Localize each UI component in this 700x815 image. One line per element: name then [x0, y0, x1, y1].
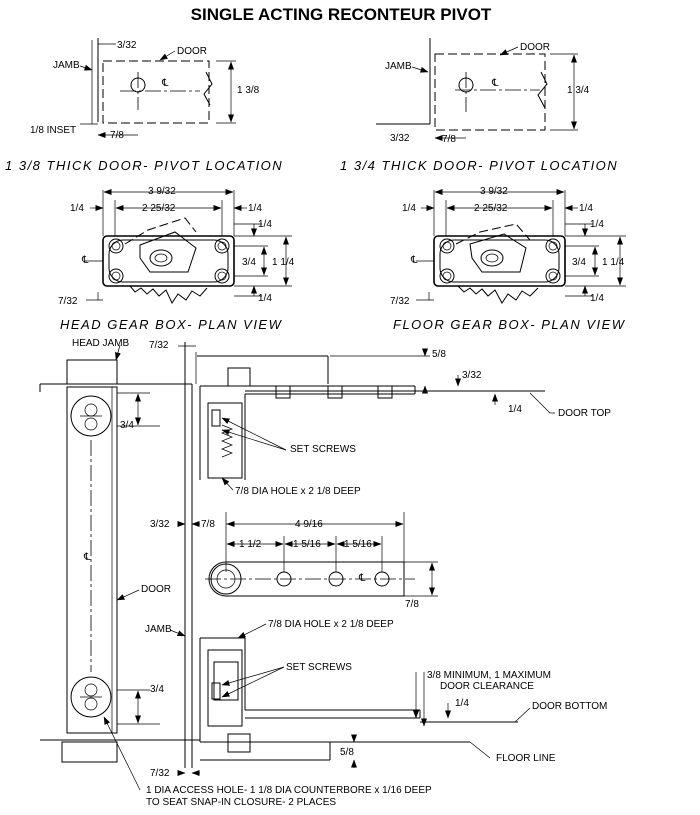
view134-caption: 1 3/4 THICK DOOR- PIVOT LOCATION: [340, 158, 618, 173]
elev-door-bottom: DOOR BOTTOM: [532, 701, 607, 712]
floor-dim-rtop: 1/4: [590, 219, 604, 230]
view134-jamb-label: JAMB: [385, 61, 412, 72]
view-134-thick-door: ℄ JAMB DOOR 1 3/4 3/32 7/8 1 3/4 THICK D…: [340, 38, 618, 173]
view138-door-label: DOOR: [177, 46, 207, 57]
elev-dim-headgap: 7/32: [149, 340, 169, 351]
floor-dim-hout: 1 1/4: [602, 257, 625, 268]
view138-dim-top: 3/32: [117, 40, 137, 51]
drawing-title: SINGLE ACTING RECONTEUR PIVOT: [191, 5, 492, 24]
elev-dim-732-bot: 7/32: [150, 768, 170, 779]
view134-dim-bottom: 7/8: [442, 134, 456, 145]
elev-clearance: 3/8 MINIMUM, 1 MAXIMUM: [427, 670, 551, 681]
elev-set-screws-top: SET SCREWS: [290, 444, 356, 455]
elev-dim-4916: 4 9/16: [295, 519, 323, 530]
elev-door-top: DOOR TOP: [558, 408, 611, 419]
floor-dim-left: 1/4: [402, 203, 416, 214]
elev-dim-5161: 1 5/16: [293, 539, 321, 550]
view-elevation: HEAD JAMB ℄ 7/32 5/8 3/32 1/4 DOOR TOP 3…: [39, 338, 611, 808]
elev-clearance2: DOOR CLEARANCE: [440, 681, 534, 692]
elev-dim-14-top: 1/4: [508, 404, 522, 415]
view-floor-gear-box: 3 9/32 2 25/32 1/4 1/4 ℄ 1/4 1/4 3/4 1 1…: [390, 186, 626, 332]
head-dim-inner: 2 25/32: [142, 203, 176, 214]
elev-floor-line: FLOOR LINE: [496, 753, 556, 764]
view138-jamb-label: JAMB: [53, 60, 80, 71]
elev-head-jamb: HEAD JAMB: [72, 338, 130, 349]
head-centerline: ℄: [81, 255, 89, 266]
elev-dim-5162: 1 5/16: [344, 539, 372, 550]
head-dim-rbot: 1/4: [258, 293, 272, 304]
view134-dim-bl: 3/32: [390, 133, 410, 144]
elev-hole-bottom: 7/8 DIA HOLE x 2 1/8 DEEP: [268, 619, 394, 630]
elev-dim-34-top: 3/4: [120, 420, 134, 431]
elev-door-label: DOOR: [141, 584, 171, 595]
elev-access-note2: TO SEAT SNAP-IN CLOSURE- 2 PLACES: [146, 797, 336, 808]
elev-arm-centerline: ℄: [358, 573, 366, 584]
floor-dim-right: 1/4: [579, 203, 593, 214]
floor-dim-inner: 2 25/32: [474, 203, 508, 214]
elev-dim-58-bot: 5/8: [340, 747, 354, 758]
head-dim-right: 1/4: [248, 203, 262, 214]
view-138-thick-door: ℄ 3/32 JAMB DOOR 1 3/8 1/8 INSET 7/8 1 3…: [5, 38, 283, 173]
elev-jamb-label: JAMB: [145, 624, 172, 635]
elev-dim-112: 1 1/2: [239, 539, 262, 550]
elev-access-note: 1 DIA ACCESS HOLE- 1 1/8 DIA COUNTERBORE…: [146, 785, 432, 796]
view138-dim-right: 1 3/8: [237, 85, 260, 96]
elev-hole-top: 7/8 DIA HOLE x 2 1/8 DEEP: [235, 486, 361, 497]
floor-dim-rbot: 1/4: [590, 293, 604, 304]
head-dim-hin: 3/4: [242, 257, 256, 268]
head-dim-rtop: 1/4: [258, 219, 272, 230]
head-caption: HEAD GEAR BOX- PLAN VIEW: [60, 317, 283, 332]
view-head-gear-box: 3 9/32 2 25/32 1/4 1/4 ℄ 1/4 1/4 3/4 1 1…: [58, 186, 295, 332]
head-dim-hout: 1 1/4: [272, 257, 295, 268]
elev-dim-58-top: 5/8: [432, 349, 446, 360]
elev-door-centerline: ℄: [83, 552, 91, 563]
elev-dim-14-bot: 1/4: [455, 698, 469, 709]
view138-centerline: ℄: [161, 78, 169, 89]
view134-centerline: ℄: [491, 78, 499, 89]
view138-dim-bottom: 7/8: [110, 130, 124, 141]
view138-inset: 1/8 INSET: [30, 125, 76, 136]
floor-centerline: ℄: [410, 255, 418, 266]
head-dim-left: 1/4: [70, 203, 84, 214]
elev-dim-332-top: 3/32: [462, 370, 482, 381]
view134-door-label: DOOR: [520, 42, 550, 53]
head-dim-overall: 3 9/32: [148, 186, 176, 197]
elev-set-screws-bottom: SET SCREWS: [286, 662, 352, 673]
floor-dim-hin: 3/4: [572, 257, 586, 268]
floor-dim-overall: 3 9/32: [480, 186, 508, 197]
view138-caption: 1 3/8 THICK DOOR- PIVOT LOCATION: [5, 158, 283, 173]
elev-dim-34-bot: 3/4: [150, 684, 164, 695]
view134-dim-right: 1 3/4: [567, 85, 590, 96]
head-dim-bl: 7/32: [58, 296, 78, 307]
elev-dim-78-mid: 7/8: [201, 519, 215, 530]
floor-dim-bl: 7/32: [390, 296, 410, 307]
floor-caption: FLOOR GEAR BOX- PLAN VIEW: [393, 317, 626, 332]
elev-dim-332-mid: 3/32: [150, 519, 170, 530]
elev-dim-78-arm: 7/8: [405, 599, 419, 610]
